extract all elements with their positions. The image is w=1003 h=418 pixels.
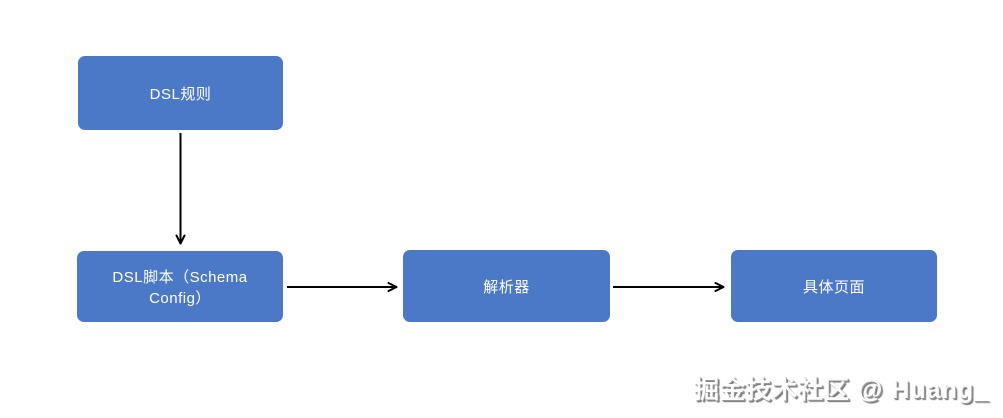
- node-dsl-script: DSL脚本（Schema Config）: [77, 251, 283, 322]
- node-parser-label: 解析器: [483, 278, 530, 296]
- node-page-label: 具体页面: [802, 278, 865, 296]
- node-dsl-rules-label: DSL规则: [149, 85, 212, 103]
- node-dsl-script-label: DSL脚本（Schema Config）: [112, 268, 248, 307]
- node-dsl-rules: DSL规则: [78, 56, 283, 130]
- watermark: 掘金技术社区 @ Huang_: [694, 376, 989, 404]
- node-parser: 解析器: [403, 250, 610, 322]
- node-page: 具体页面: [731, 250, 937, 322]
